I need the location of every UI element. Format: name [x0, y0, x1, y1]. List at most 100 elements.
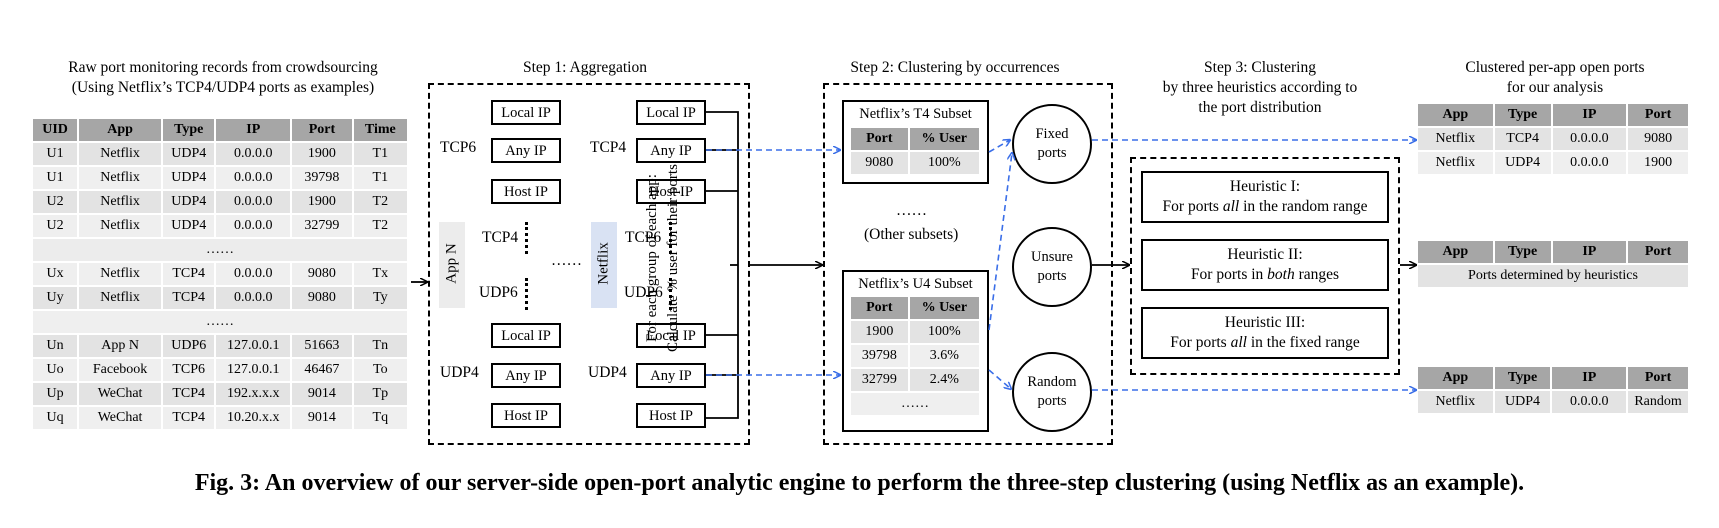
- raw-record-cell: Up: [33, 382, 80, 407]
- tcp6-label-left: TCP6: [440, 139, 477, 156]
- host-ip-box-right-bottom: Host IP: [636, 403, 706, 428]
- fixed-result-cell: Netflix: [1418, 151, 1495, 176]
- u4-subset-cell: 2.4%: [908, 368, 982, 393]
- any-ip-box-right-top: Any IP: [636, 138, 706, 163]
- raw-record-cell: TCP6: [162, 358, 217, 383]
- raw-record-cell: Tp: [352, 382, 410, 407]
- step3-dashed-box: [1130, 157, 1400, 375]
- fixed-result-header-cell: App: [1418, 104, 1495, 128]
- udp6-label-appn: UDP6: [479, 284, 518, 301]
- raw-record-cell: 9014: [291, 382, 354, 407]
- step3-title-line3: the port distribution: [1198, 99, 1322, 116]
- fixed-result-header-cell: Port: [1627, 104, 1690, 128]
- random-result-cell: Netflix: [1418, 390, 1495, 415]
- any-ip-box-right-bottom: Any IP: [636, 363, 706, 388]
- raw-record-cell: 10.20.x.x: [215, 406, 293, 431]
- heuristic-2-box: Heuristic II: For ports in both ranges: [1141, 239, 1389, 291]
- random-result-header-cell: IP: [1551, 367, 1629, 391]
- raw-record-cell: 9014: [291, 406, 354, 431]
- u4-header-row: Port% User: [851, 297, 982, 321]
- raw-record-cell: 51663: [291, 334, 354, 359]
- fixed-ports-line1: Fixed: [1035, 126, 1069, 142]
- udp6-label-netflix: UDP6: [624, 284, 663, 301]
- heuristic-2-emph: both: [1267, 266, 1295, 283]
- raw-record-cell: 0.0.0.0: [215, 190, 293, 215]
- tcp6-label-netflix: TCP6: [625, 229, 662, 246]
- heuristic-3-desc: For ports all in the fixed range: [1143, 333, 1387, 353]
- raw-record-cell: U2: [33, 190, 80, 215]
- fixed-result-cell: UDP4: [1493, 151, 1553, 176]
- tcp4-dots-appn: [525, 222, 528, 254]
- raw-record-cell: T1: [352, 166, 410, 191]
- udp6-dots-appn: [525, 278, 528, 310]
- heuristic-2-text-b: ranges: [1294, 266, 1340, 283]
- raw-record-cell: Netflix: [78, 142, 164, 167]
- fixed-result-header-cell: IP: [1551, 104, 1629, 128]
- udp4-label-left: UDP4: [440, 364, 479, 381]
- u4-more-row: ……: [851, 392, 981, 417]
- host-ip-box-left-top: Host IP: [491, 179, 561, 204]
- raw-record-cell: Tx: [352, 262, 410, 287]
- raw-header-cell: Type: [162, 119, 217, 143]
- local-ip-box-left-top: Local IP: [491, 100, 561, 125]
- fixed-result-cell: 9080: [1627, 127, 1690, 152]
- raw-record-cell: Facebook: [78, 358, 164, 383]
- step3-title-line2: by three heuristics according to: [1162, 79, 1358, 96]
- other-subsets-label: (Other subsets): [864, 226, 959, 243]
- local-ip-box-right-bottom: Local IP: [636, 323, 706, 348]
- fixed-result-cell: TCP4: [1493, 127, 1553, 152]
- local-ip-box-right-top: Local IP: [636, 100, 706, 125]
- raw-record-cell: UDP4: [162, 214, 217, 239]
- raw-record-cell: UDP4: [162, 190, 217, 215]
- netflix-tab: [591, 222, 617, 308]
- middle-dots: ……: [551, 252, 582, 269]
- raw-record-cell: 0.0.0.0: [215, 142, 293, 167]
- t4-subset-cell: 9080: [851, 151, 910, 176]
- u4-subset-cell: 39798: [851, 344, 910, 369]
- raw-header-cell: IP: [215, 119, 293, 143]
- udp6-dots-netflix: [669, 278, 672, 310]
- app-n-tab: [439, 222, 465, 308]
- raw-record-cell: Netflix: [78, 190, 164, 215]
- raw-record-cell: 1900: [291, 142, 354, 167]
- tcp4-label-appn: TCP4: [482, 229, 519, 246]
- raw-title-line1: Raw port monitoring records from crowdso…: [68, 59, 378, 76]
- u4-header-cell: % User: [908, 297, 982, 321]
- raw-record-cell: Netflix: [78, 166, 164, 191]
- heuristic-3-emph: all: [1230, 334, 1247, 351]
- raw-record-cell: TCP4: [162, 286, 217, 311]
- raw-record-cell: TCP4: [162, 382, 217, 407]
- raw-title: Raw port monitoring records from crowdso…: [28, 58, 418, 98]
- raw-record-cell: 9080: [291, 262, 354, 287]
- t4-to-fixed-arrow: [988, 140, 1010, 153]
- u4-more-cell: ……: [851, 392, 981, 417]
- raw-record-cell: 127.0.0.1: [215, 334, 293, 359]
- heuristic-1-emph: all: [1222, 198, 1240, 215]
- step3-title-line1: Step 3: Clustering: [1204, 59, 1316, 76]
- heuristic-2-text-a: For ports in: [1190, 266, 1268, 283]
- heuristic-2-title: Heuristic II:: [1227, 246, 1303, 263]
- local-ip-box-left-bottom: Local IP: [491, 323, 561, 348]
- fixed-result-cell: 0.0.0.0: [1551, 127, 1629, 152]
- random-result-cell: Random: [1627, 390, 1690, 415]
- results-title-line1: Clustered per-app open ports: [1465, 59, 1645, 76]
- unsure-ports-line2: ports: [1037, 268, 1067, 284]
- raw-record-cell: TCP4: [162, 406, 217, 431]
- raw-record-cell: Tq: [352, 406, 410, 431]
- raw-record-cell: WeChat: [78, 406, 164, 431]
- step1-dashed-box: [428, 83, 750, 445]
- raw-record-cell: Netflix: [78, 262, 164, 287]
- heuristic-3-box: Heuristic III: For ports all in the fixe…: [1141, 307, 1389, 359]
- other-subsets-dots: ……: [896, 202, 927, 219]
